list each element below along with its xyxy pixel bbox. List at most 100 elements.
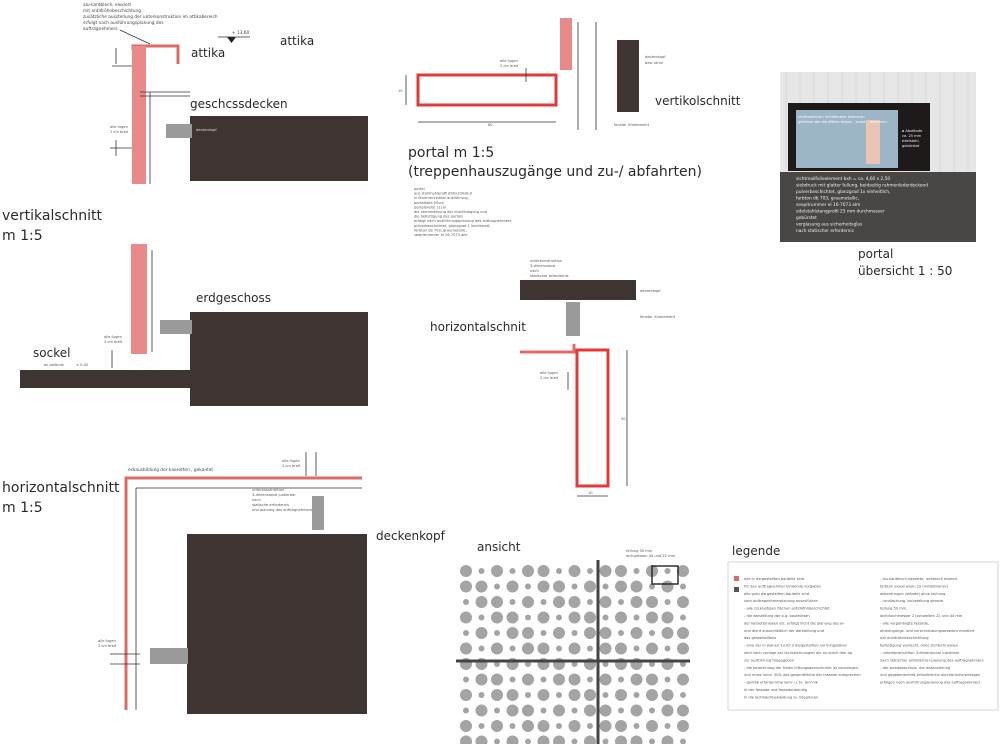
slab-label-upper: deckenkopf — [196, 128, 217, 132]
portal-text-line-9: farbton db 703, graumetallic, — [414, 228, 467, 232]
level-top: + 13,60 — [232, 30, 250, 36]
bracket-ground — [160, 320, 192, 334]
perforation-hole — [584, 735, 596, 744]
perforation-hole — [677, 704, 689, 717]
perforation-hole — [491, 689, 503, 701]
legend-right-line-13: und gegebenenfalls erforderliche durchbr… — [880, 673, 980, 677]
perforation-hole — [599, 720, 612, 732]
portal-profile-vertical — [416, 73, 558, 107]
perforation-hole — [630, 673, 643, 686]
legend-left-line-0: alle in dargestellten bauteile sind — [744, 577, 804, 581]
legend-left-line-5: - die darstellung der o.g. bauteilrsen — [744, 614, 810, 618]
overview-text-line-1: siebdruck mit glatter fullung, beidseiti… — [796, 183, 928, 189]
perforation-hole — [506, 611, 519, 624]
legend-right-line-1: farbton eloxal asolu 2S (mittelbronze) — [880, 584, 949, 588]
perforation-hole — [649, 738, 655, 744]
legend-left-line-12: - die berechnung der freien lüftungsquer… — [744, 666, 859, 670]
label-ansicht: ansicht — [477, 540, 521, 554]
perforation-hole — [494, 583, 500, 590]
label-sockel: sockel — [33, 346, 70, 360]
perforation-hole — [475, 673, 488, 686]
label-attika: attika — [191, 46, 225, 60]
perforation-hole — [568, 720, 581, 732]
title-vertikalschnitt: vertikalschnitt — [2, 208, 102, 224]
uk-line5: und planung des auftragnehmers — [252, 508, 312, 512]
legend-right-line-0: - alu-kantblech-kassette, lochblech elox… — [880, 577, 958, 581]
dim-portal-10: 10 — [588, 491, 593, 495]
perforation-hole — [680, 738, 686, 744]
legend-left-line-8: des gestaltwillens — [744, 636, 776, 640]
perforation-hole — [664, 599, 671, 605]
perforation-hole — [460, 611, 472, 624]
legend-right-line-8: mit antidröhnbeschichtung — [880, 636, 929, 640]
dim-portal-80: 80 — [488, 123, 493, 127]
perforation-hole — [463, 630, 469, 636]
legend-left-line-2: alle grau dargestellten bauteile sind — [744, 592, 809, 596]
perforation-hole — [475, 627, 488, 639]
perforation-hole — [599, 565, 612, 577]
overview-side-1: ø Abstände — [902, 129, 923, 133]
portal-bracket-h — [566, 302, 580, 336]
perforation-hole — [537, 720, 550, 732]
legend-right-line-7: einbringungs- und verschraubungsarbeiten… — [880, 629, 975, 633]
perforation-hole — [646, 611, 658, 624]
perforation-hole — [553, 596, 565, 608]
perforation-hole — [664, 568, 671, 574]
legend-right-line-2: abkantungen (stände) ohne lochung — [880, 592, 945, 596]
perforation-hole — [677, 565, 689, 577]
perforation-hole — [463, 676, 469, 683]
perforation-hole — [649, 630, 655, 636]
perforation-hole — [661, 689, 674, 701]
overview-text-line-0: sichtmailfolieelement bxh = ca. 4,60 x 2… — [796, 176, 890, 182]
portal-text-line-6: die befestigung des portals — [414, 215, 463, 219]
perforation-hole — [661, 704, 674, 717]
fugen-h-top: alle fugen — [282, 459, 300, 463]
perforation-hole — [677, 720, 689, 732]
perforation-hole — [491, 642, 503, 655]
note-alu-kantblech: alu-kantblech, eloxiert — [83, 2, 131, 8]
perforation-hole — [522, 720, 534, 732]
perforation-hole — [615, 720, 627, 732]
perforation-hole — [556, 614, 562, 621]
perforation-hole — [599, 642, 612, 655]
perforation-hole — [553, 580, 565, 593]
perforation-hole — [509, 645, 516, 652]
perforation-hole — [556, 568, 562, 574]
perforation-hole — [540, 599, 547, 605]
breit-h-top: 2 cm breit — [282, 464, 301, 468]
perforation-hole — [661, 627, 674, 639]
uk-line2: 3-dimensional justierbar — [252, 493, 296, 497]
perforation-hole — [509, 723, 516, 729]
ground-terrain — [20, 370, 190, 388]
legend-right-line-9: befestigung verdeckt, ohne sichtschraube… — [880, 644, 958, 648]
label-geschossdecken: geschcssdecken — [190, 97, 288, 111]
perforation-hole — [525, 614, 531, 621]
scale-horizontalschnitt: m 1:5 — [2, 500, 43, 516]
perforation-hole — [664, 645, 671, 652]
overview-panel-2: gleichen wie die öffnen folgen , sonst .… — [798, 120, 887, 124]
bracket-h-top — [312, 496, 324, 530]
perforation-hole — [540, 707, 547, 714]
legend-left-line-9: - eine der in planen 13.00 3 dargestellt… — [744, 644, 847, 648]
fugen-ground: alle fugen — [104, 335, 122, 339]
perforation-hole — [587, 645, 593, 652]
portal-deckenkopf-label: deckenkopf — [645, 55, 666, 59]
fugen-portal: alle fugen — [500, 59, 518, 63]
perforation-hole — [460, 580, 472, 593]
label-lochgroessen: lochgrössen 44 und 22 mm — [626, 554, 676, 558]
perforation-hole — [553, 704, 565, 717]
legend-left-line-16: in die lochblechbekleidung zu integriere… — [744, 695, 818, 699]
perforation-hole — [630, 580, 643, 593]
perforation-hole — [525, 583, 531, 590]
perforation-hole — [506, 580, 519, 593]
legend-swatch-grey — [734, 587, 739, 592]
perforation-hole — [599, 704, 612, 717]
perforation-hole — [584, 689, 596, 701]
perforation-hole — [491, 673, 503, 686]
perforation-hole — [537, 689, 550, 701]
portal-text-line-0: portal — [414, 187, 425, 191]
perforation-hole — [494, 738, 500, 744]
legend-left-line-1: für den auftragnehmer bindende vorgaben — [744, 584, 821, 588]
perforation-hole — [646, 673, 658, 686]
legend-right-line-3: - rundlochung, lochstellung gerade, — [880, 599, 944, 603]
